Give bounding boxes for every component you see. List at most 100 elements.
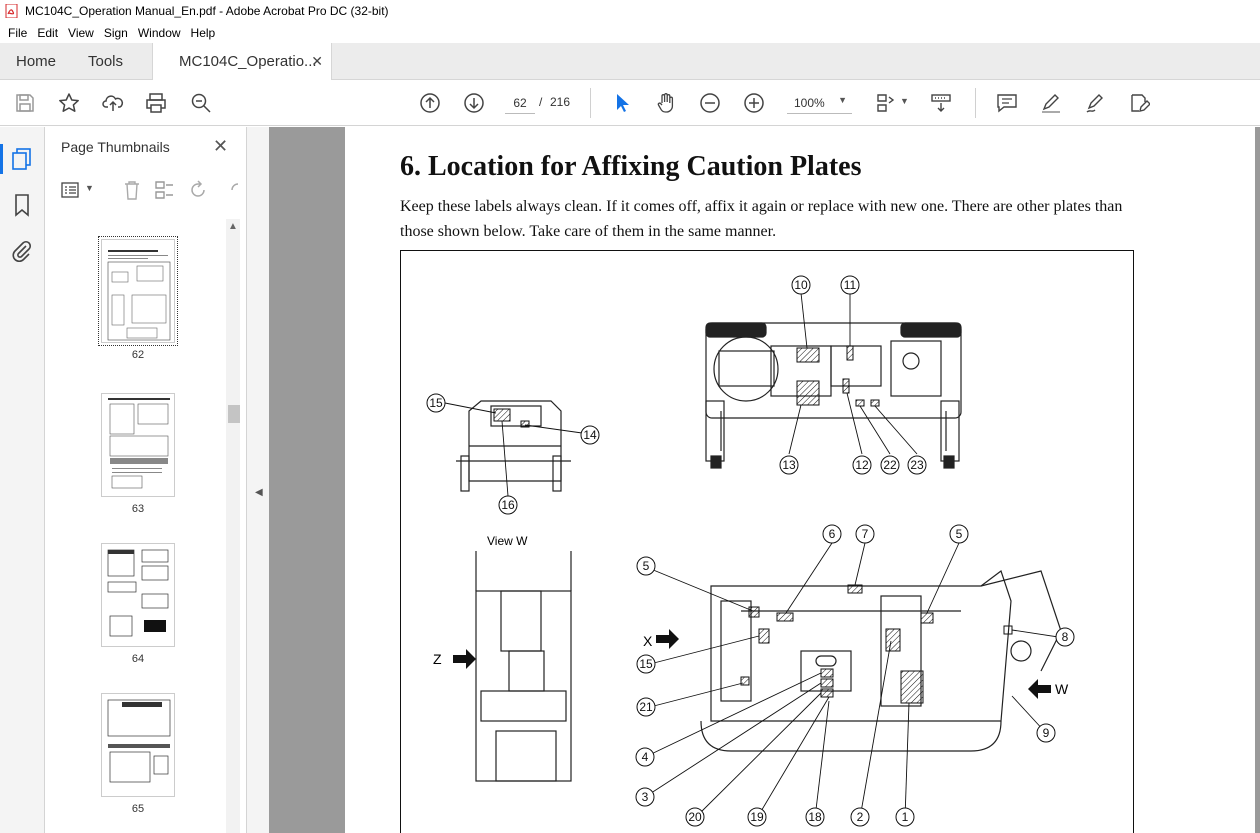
callout-20: 20: [685, 807, 705, 827]
delete-page-icon[interactable]: [121, 179, 143, 201]
zoom-level-value: 100%: [794, 95, 825, 110]
arrow-w-icon: [1028, 679, 1051, 699]
tab-document-label: MC104C_Operatio...: [179, 53, 317, 70]
thumbnail-image: [98, 236, 178, 346]
page-fit-chevron-icon[interactable]: ▼: [900, 96, 909, 106]
callout-13: 13: [779, 455, 799, 475]
machine-diagram: View W X Z W 10 11 13 12 22 23 15 14 16 …: [426, 275, 1075, 827]
scroll-mode-icon[interactable]: [929, 91, 953, 115]
attachment-paperclip-icon[interactable]: [10, 239, 34, 263]
svg-text:8: 8: [1062, 630, 1069, 644]
svg-text:5: 5: [643, 559, 650, 573]
bookmark-star-icon[interactable]: [57, 91, 81, 115]
menu-help[interactable]: Help: [190, 25, 216, 40]
rotate-ccw-icon[interactable]: [187, 179, 209, 201]
previous-page-icon[interactable]: [418, 91, 442, 115]
callout-23: 23: [907, 455, 927, 475]
page-fit-icon[interactable]: [874, 91, 898, 115]
thumbnail-page-number: 64: [131, 653, 145, 665]
zoom-search-icon[interactable]: [189, 91, 213, 115]
tab-tools[interactable]: Tools: [88, 53, 124, 70]
page-thumbnails-icon[interactable]: [10, 147, 34, 171]
menu-window[interactable]: Window: [137, 25, 181, 40]
rotate-cw-icon[interactable]: [219, 179, 241, 201]
page-number-input[interactable]: [505, 92, 535, 114]
document-paragraph: Keep these labels always clean. If it co…: [400, 198, 1123, 240]
bookmarks-icon[interactable]: [10, 193, 34, 217]
menu-sign[interactable]: Sign: [103, 25, 128, 40]
page-separator: /: [539, 95, 543, 109]
window-title: MC104C_Operation Manual_En.pdf - Adobe A…: [25, 4, 389, 18]
svg-text:19: 19: [750, 810, 764, 824]
menu-view[interactable]: View: [68, 25, 94, 40]
thumbnail-page-63[interactable]: 63: [101, 393, 175, 515]
callout-2: 2: [850, 807, 870, 827]
svg-text:2: 2: [857, 810, 864, 824]
callout-10: 10: [791, 275, 811, 295]
svg-text:15: 15: [639, 657, 653, 671]
svg-text:13: 13: [782, 458, 796, 472]
toolbar: / 216 100% ▼ ▼: [0, 80, 1260, 126]
callout-3: 3: [635, 787, 655, 807]
select-cursor-icon[interactable]: [610, 91, 634, 115]
close-tab-icon[interactable]: ✕: [311, 53, 323, 69]
tab-home[interactable]: Home: [16, 53, 57, 70]
label-w: W: [1055, 681, 1069, 697]
thumbnail-page-65[interactable]: 65: [101, 693, 175, 815]
svg-text:11: 11: [844, 278, 857, 292]
close-panel-icon[interactable]: ✕: [213, 136, 229, 156]
svg-text:21: 21: [639, 700, 653, 714]
zoom-out-icon[interactable]: [698, 91, 722, 115]
callout-8: 8: [1055, 627, 1075, 647]
page-total: 216: [550, 95, 571, 109]
svg-text:9: 9: [1043, 726, 1050, 740]
options-chevron-icon[interactable]: ▼: [85, 183, 94, 193]
tab-document[interactable]: MC104C_Operatio... ✕: [152, 43, 332, 80]
hand-pan-icon[interactable]: [654, 91, 678, 115]
thumbnail-scrollbar[interactable]: ▲: [226, 219, 240, 833]
callout-14: 14: [580, 425, 600, 445]
toolbar-divider: [975, 88, 976, 118]
menu-bar: File Edit View Sign Window Help: [0, 22, 1260, 43]
svg-text:18: 18: [808, 810, 822, 824]
next-page-icon[interactable]: [462, 91, 486, 115]
highlight-pen-icon[interactable]: [1039, 91, 1063, 115]
panel-collapse-strip[interactable]: ◀: [247, 127, 269, 833]
zoom-level-dropdown[interactable]: 100% ▼: [787, 92, 852, 114]
thumbnail-page-62[interactable]: 62: [98, 236, 178, 361]
thumbnail-image: [101, 393, 175, 497]
collapse-left-icon[interactable]: ◀: [255, 487, 263, 498]
share-upload-icon[interactable]: [101, 91, 125, 115]
document-view[interactable]: 6. Location for Affixing Caution Plates …: [269, 127, 1260, 833]
print-icon[interactable]: [144, 91, 168, 115]
menu-file[interactable]: File: [8, 25, 28, 40]
menu-edit[interactable]: Edit: [37, 25, 59, 40]
title-bar: MC104C_Operation Manual_En.pdf - Adobe A…: [0, 0, 1260, 22]
zoom-in-icon[interactable]: [742, 91, 766, 115]
label-z: Z: [433, 651, 442, 667]
callout-15-view-w: 15: [426, 393, 446, 413]
scrollbar-thumb[interactable]: [228, 405, 240, 423]
view-w-drawing: [456, 400, 571, 492]
thumbnail-image: [101, 693, 175, 797]
scroll-up-icon[interactable]: ▲: [228, 221, 238, 232]
edit-pdf-icon[interactable]: [1127, 91, 1151, 115]
svg-text:14: 14: [583, 428, 597, 442]
svg-text:4: 4: [642, 750, 649, 764]
thumbnail-page-64[interactable]: 64: [101, 543, 175, 665]
page-thumbnails-panel: Page Thumbnails ✕ ▼ ▲ 62: [45, 127, 247, 833]
svg-text:12: 12: [855, 458, 869, 472]
options-menu-icon[interactable]: [61, 179, 83, 201]
callout-22: 22: [880, 455, 900, 475]
callout-1: 1: [895, 807, 915, 827]
comment-icon[interactable]: [995, 91, 1019, 115]
draw-sign-icon[interactable]: [1083, 91, 1107, 115]
extract-page-icon[interactable]: [153, 179, 175, 201]
svg-text:20: 20: [688, 810, 702, 824]
svg-text:5: 5: [956, 527, 963, 541]
svg-text:10: 10: [794, 278, 808, 292]
save-icon[interactable]: [13, 91, 37, 115]
side-view-drawing: [700, 570, 1062, 752]
thumbnail-page-number: 65: [131, 803, 145, 815]
callout-19: 19: [747, 807, 767, 827]
